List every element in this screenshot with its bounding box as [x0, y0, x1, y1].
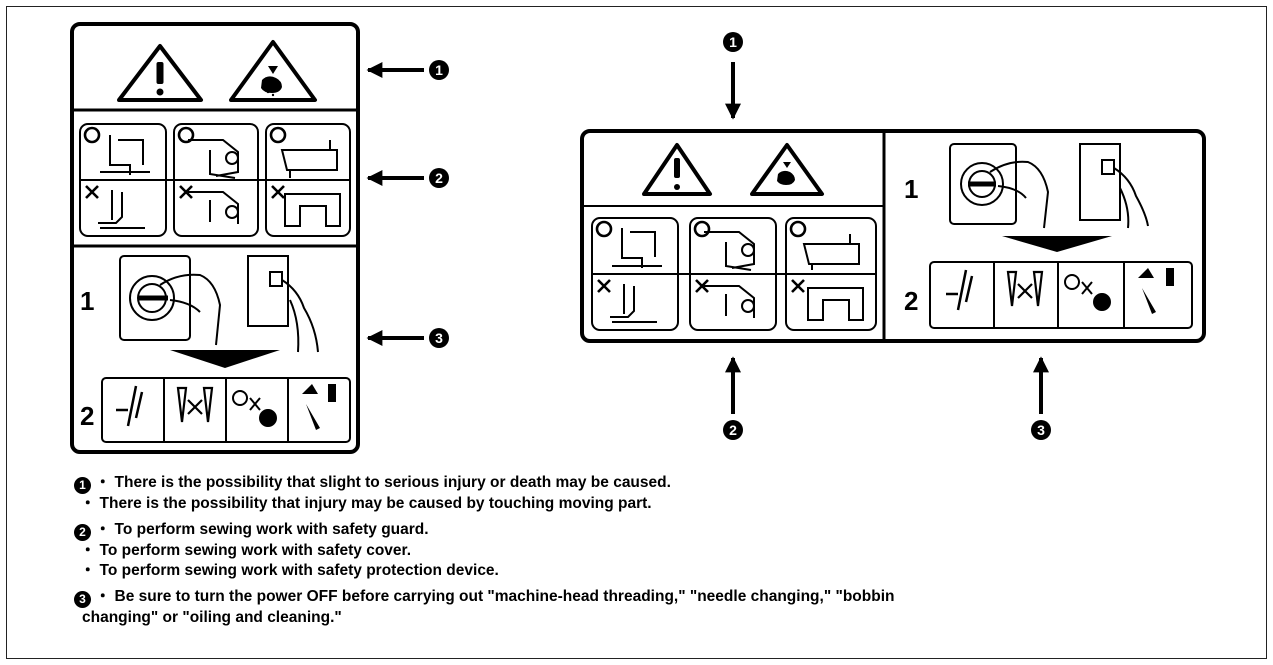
ng-mark — [179, 185, 193, 199]
note-text: changing" or "oiling and cleaning." — [82, 609, 342, 626]
figure-frame — [6, 6, 1267, 659]
callout-badge: 1 — [74, 477, 91, 494]
callout-badge: 3 — [74, 591, 91, 608]
needle-icon — [1006, 270, 1044, 307]
step-number: 1 — [904, 174, 918, 204]
svg-text:2: 2 — [729, 422, 737, 438]
note-text: Be sure to turn the power OFF before car… — [114, 588, 895, 605]
hand-injury-icon — [229, 40, 317, 102]
ok-mark — [83, 126, 101, 144]
ok-mark — [269, 126, 287, 144]
warning-triangle-icon — [117, 44, 203, 102]
svg-text:3: 3 — [435, 330, 443, 346]
oiling-icon — [1138, 268, 1174, 314]
callout-badge: 2 — [723, 420, 743, 440]
callout-badge: 2 — [429, 168, 449, 188]
ng-mark — [271, 185, 285, 199]
note-text: To perform sewing work with safety cover… — [99, 542, 412, 559]
ok-mark — [789, 220, 807, 238]
step-number: 2 — [80, 401, 94, 431]
callout-badge: 1 — [429, 60, 449, 80]
note-text: There is the possibility that slight to … — [114, 474, 671, 491]
ok-mark — [177, 126, 195, 144]
threading-icon — [116, 385, 144, 427]
ng-mark — [791, 279, 805, 293]
svg-text:2: 2 — [435, 170, 443, 186]
svg-text:1: 1 — [435, 62, 443, 78]
power-switch-icon — [949, 143, 1149, 229]
note-text: There is the possibility that injury may… — [99, 495, 652, 512]
ng-mark — [85, 185, 99, 199]
oiling-icon — [302, 384, 336, 430]
bobbin-icon — [232, 390, 277, 427]
callout-badge: 3 — [429, 328, 449, 348]
callout-badge: 1 — [723, 32, 743, 52]
note-3: 3・Be sure to turn the power OFF before c… — [74, 587, 1194, 628]
vertical-warning-label: 1 2 1 2 3 — [70, 22, 449, 454]
note-text: To perform sewing work with safety guard… — [114, 521, 429, 538]
warning-labels-diagram: 1 2 1 2 3 — [70, 22, 1206, 454]
step-arrow-icon — [1002, 236, 1112, 252]
warning-triangle-icon — [642, 143, 712, 196]
ng-mark — [695, 279, 709, 293]
needle-icon — [176, 386, 214, 423]
power-switch-icon — [119, 255, 319, 353]
hand-injury-icon — [750, 143, 824, 196]
svg-text:1: 1 — [729, 34, 737, 50]
step-number: 2 — [904, 286, 918, 316]
step-number: 1 — [80, 286, 94, 316]
legend-notes: 1・There is the possibility that slight t… — [74, 473, 1194, 634]
bobbin-icon — [1064, 274, 1111, 311]
step-arrow-icon — [170, 350, 280, 368]
svg-text:3: 3 — [1037, 422, 1045, 438]
note-2: 2・To perform sewing work with safety gua… — [74, 520, 1194, 581]
horizontal-warning-label: 1 2 1 2 3 — [580, 32, 1206, 440]
note-1: 1・There is the possibility that slight t… — [74, 473, 1194, 514]
note-text: To perform sewing work with safety prote… — [99, 562, 499, 579]
callout-badge: 2 — [74, 524, 91, 541]
callout-badge: 3 — [1031, 420, 1051, 440]
ng-mark — [597, 279, 611, 293]
ok-mark — [595, 220, 613, 238]
ok-mark — [693, 220, 711, 238]
threading-icon — [946, 269, 974, 311]
